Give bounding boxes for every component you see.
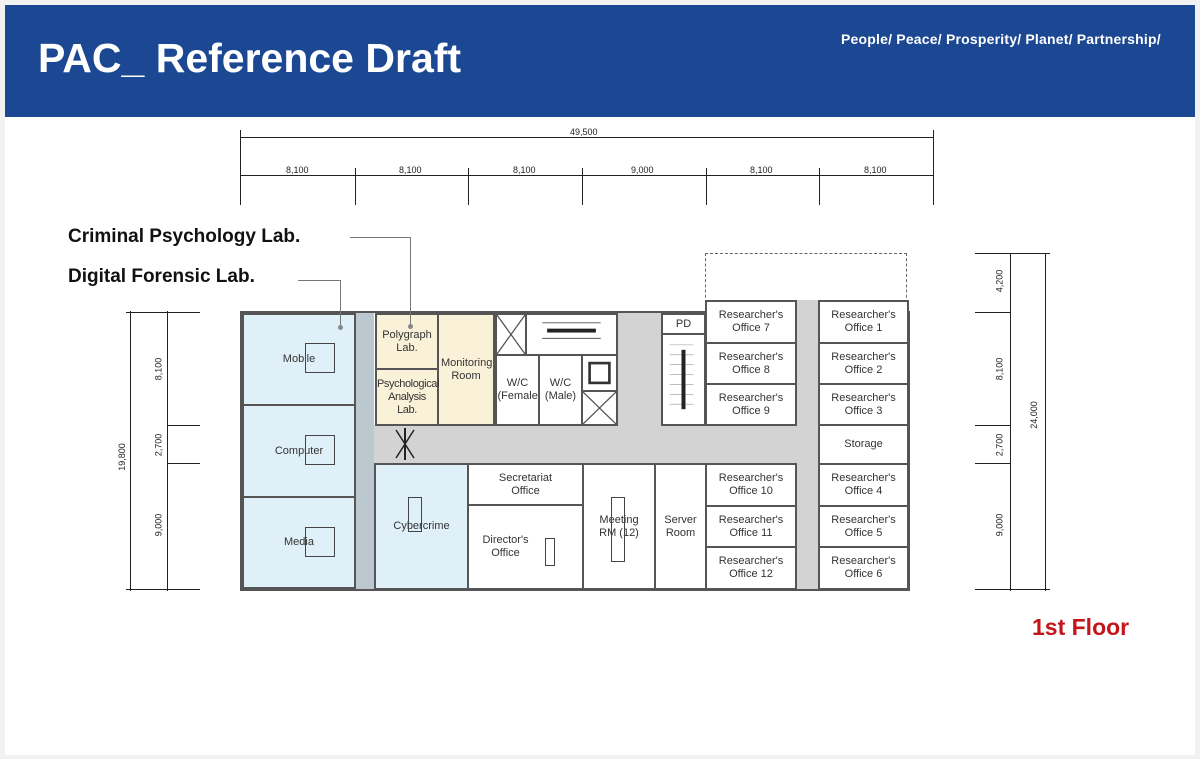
room-label: Researcher's Office 8	[718, 350, 784, 376]
room-researchers-office-8: Researcher's Office 8	[705, 342, 797, 385]
room-label: Polygraph Lab.	[382, 328, 432, 354]
room-storage: Storage	[818, 424, 909, 465]
room-mobile-lab: Mobile	[242, 313, 356, 406]
room-server: Server Room	[654, 463, 707, 590]
room-label: Researcher's Office 4	[831, 472, 896, 497]
room-label: Researcher's Office 11	[718, 513, 784, 539]
room-label: Researcher's Office 7	[718, 309, 784, 334]
dim-bay-3: 8,100	[513, 165, 536, 175]
room-label: PD	[675, 317, 692, 330]
meeting-table-icon	[305, 435, 335, 465]
room-researchers-office-6: Researcher's Office 6	[818, 546, 909, 590]
room-researchers-office-4: Researcher's Office 4	[818, 463, 909, 507]
callout-marker	[408, 324, 413, 329]
room-label: Mobile	[282, 353, 316, 365]
room-polygraph-lab: Polygraph Lab.	[375, 313, 439, 370]
room-label: Storage	[844, 438, 883, 450]
dim-bay-1: 8,100	[286, 165, 309, 175]
corridor-north	[617, 313, 661, 425]
room-researchers-office-12: Researcher's Office 12	[705, 546, 797, 590]
dim-left-3: 9,000	[153, 513, 164, 537]
room-label: Researcher's Office 2	[831, 350, 896, 376]
floor-label: 1st Floor	[1032, 614, 1130, 640]
room-label: Researcher's Office 6	[831, 555, 896, 580]
room-researchers-office-1: Researcher's Office 1	[818, 300, 909, 344]
room-wc-female: W/C (Female)	[495, 354, 542, 426]
meeting-table-icon	[408, 497, 422, 532]
room-researchers-office-3: Researcher's Office 3	[818, 383, 909, 426]
meeting-table-icon	[305, 527, 335, 557]
room-label: Researcher's Office 5	[831, 513, 896, 539]
room-label: Researcher's Office 10	[718, 472, 784, 497]
room-pd: PD	[661, 313, 706, 335]
room-computer-lab: Computer	[242, 404, 356, 498]
room-researchers-office-11: Researcher's Office 11	[705, 505, 797, 548]
dim-left-2: 2,700	[153, 433, 164, 457]
room-label: Researcher's Office 1	[831, 309, 896, 334]
dim-right-1: 4,200	[994, 269, 1005, 293]
room-label: W/C (Female)	[497, 377, 542, 402]
room-label: Computer	[274, 444, 324, 457]
dim-bay-5: 8,100	[750, 165, 773, 175]
dim-right-2: 8,100	[994, 357, 1005, 381]
room-directors-office: Director's Office	[467, 504, 584, 590]
room-researchers-office-9: Researcher's Office 9	[705, 383, 797, 426]
dim-total-width: 49,500	[570, 127, 598, 137]
room-media-lab: Media	[242, 496, 356, 589]
callout-marker	[338, 325, 343, 330]
callout-criminal-psychology-lab: Criminal Psychology Lab.	[68, 226, 301, 247]
room-label: Researcher's Office 9	[718, 391, 784, 417]
corridor-east	[796, 300, 818, 589]
room-researchers-office-10: Researcher's Office 10	[705, 463, 797, 507]
tagline: People/ Peace/ Prosperity/ Planet/ Partn…	[841, 31, 1161, 47]
shaft-x-icon	[495, 313, 527, 356]
dim-right-total: 24,000	[1028, 401, 1039, 429]
corridor-main	[374, 425, 820, 463]
room-label: Meeting RM (12)	[599, 513, 639, 539]
room-label: Secretariat Office	[498, 471, 553, 497]
room-label: Researcher's Office 3	[831, 391, 896, 417]
meeting-table-icon	[611, 497, 625, 562]
room-label: Director's Office	[482, 534, 529, 559]
room-label: Researcher's Office 12	[718, 555, 784, 580]
elevator-icon	[581, 354, 618, 392]
terrace-outline	[705, 253, 907, 303]
room-monitoring: Monitoring Room	[437, 313, 495, 426]
dim-right-3: 2,700	[994, 433, 1005, 457]
room-secretariat-office: Secretariat Office	[467, 463, 584, 506]
room-label: Monitoring Room	[441, 356, 493, 382]
meeting-table-icon	[545, 538, 555, 566]
room-label: W/C (Male)	[544, 377, 577, 402]
room-wc-male: W/C (Male)	[538, 354, 583, 426]
room-researchers-office-7: Researcher's Office 7	[705, 300, 797, 344]
meeting-table-icon	[305, 343, 335, 373]
dim-left-1: 8,100	[153, 357, 164, 381]
shaft-x-icon	[581, 390, 618, 426]
callout-digital-forensic-lab: Digital Forensic Lab.	[68, 266, 255, 287]
dim-bay-4: 9,000	[631, 165, 654, 175]
stair-icon	[525, 313, 618, 356]
corridor-west	[355, 313, 374, 589]
room-label: Media	[284, 536, 314, 548]
dim-bay-2: 8,100	[399, 165, 422, 175]
room-meeting: Meeting RM (12)	[582, 463, 656, 590]
room-researchers-office-5: Researcher's Office 5	[818, 505, 909, 548]
room-psychological-analysis-lab: Psychological Analysis Lab.	[375, 368, 439, 426]
stair-icon	[661, 333, 706, 426]
dim-left-total: 19,800	[116, 443, 127, 471]
room-label: Server Room	[664, 513, 697, 539]
room-label: Psychological Analysis Lab.	[377, 377, 440, 416]
page-title: PAC_ Reference Draft	[38, 35, 462, 81]
dim-bay-6: 8,100	[864, 165, 887, 175]
room-researchers-office-2: Researcher's Office 2	[818, 342, 909, 385]
dim-right-4: 9,000	[994, 513, 1005, 537]
double-door-icon	[394, 428, 416, 460]
header-bar: PAC_ Reference Draft People/ Peace/ Pros…	[5, 5, 1195, 117]
